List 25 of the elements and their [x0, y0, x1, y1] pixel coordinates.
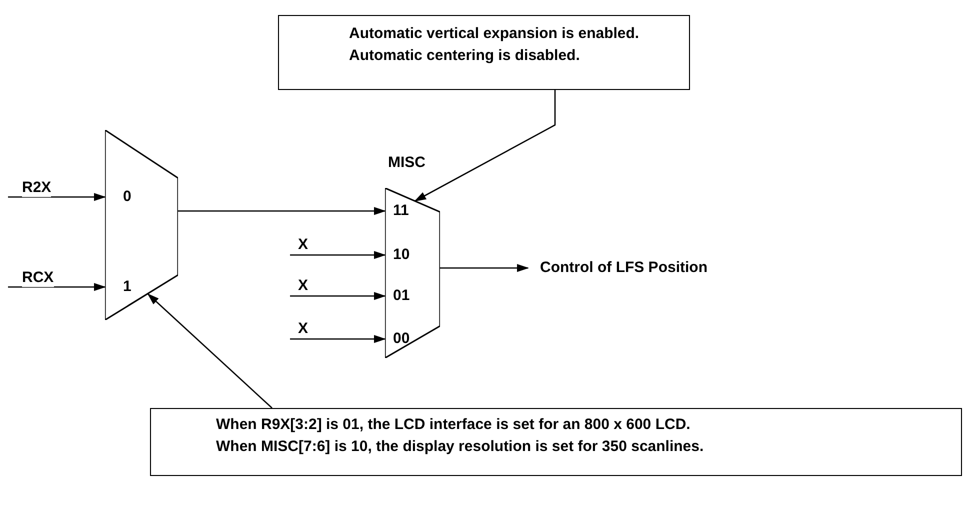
- arrow: [178, 207, 386, 215]
- arrow: [414, 90, 556, 202]
- input-label: 1: [123, 278, 132, 296]
- input-label: 0: [123, 188, 132, 206]
- note-box: [150, 408, 962, 476]
- note-box: [278, 15, 690, 90]
- note-text: Automatic centering is disabled.: [349, 46, 581, 65]
- signal-label: R2X: [22, 179, 52, 197]
- note-text: When MISC[7:6] is 10, the display resolution is set for 350 scanlines.: [216, 437, 705, 456]
- input-label: 11: [393, 202, 409, 220]
- input-label: 10: [393, 246, 410, 264]
- arrow: [290, 251, 386, 259]
- output-label: Control of LFS Position: [540, 258, 708, 278]
- arrow: [440, 264, 529, 272]
- arrow: [290, 335, 386, 343]
- arrow: [8, 283, 106, 291]
- note-text: Automatic vertical expansion is enabled.: [349, 24, 640, 43]
- arrow: [147, 293, 272, 408]
- input-label: 00: [393, 330, 410, 348]
- input-label: 01: [393, 287, 410, 305]
- arrow: [290, 292, 386, 300]
- note-text: When R9X[3:2] is 01, the LCD interface is set for an 800 x 600 LCD.: [216, 415, 692, 434]
- signal-label: RCX: [22, 269, 54, 287]
- arrow: [8, 193, 106, 201]
- mux-title: MISC: [388, 154, 426, 172]
